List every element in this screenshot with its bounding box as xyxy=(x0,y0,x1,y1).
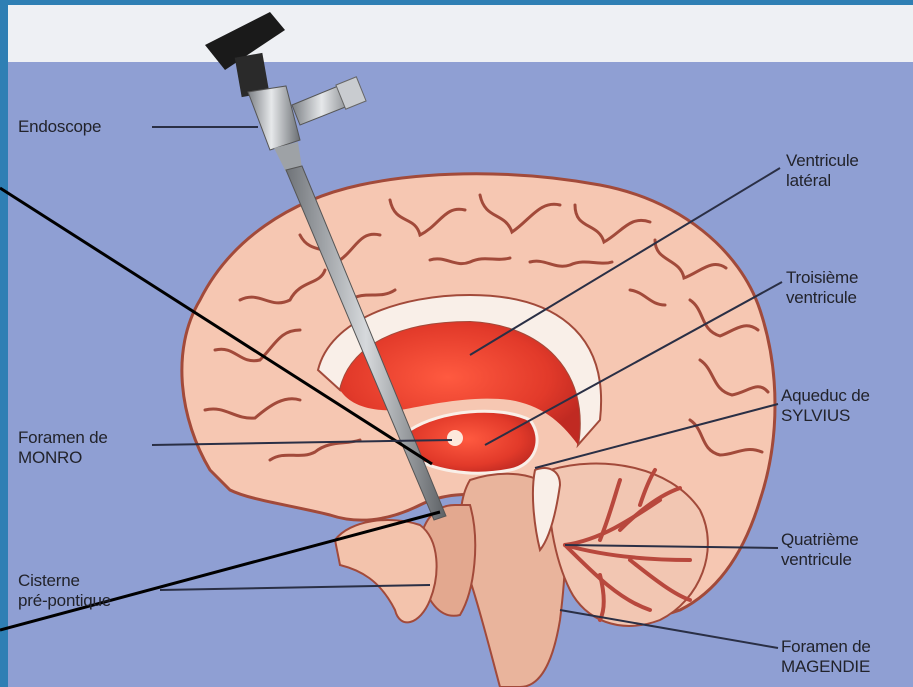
label-endoscope: Endoscope xyxy=(18,117,101,137)
label-quatrieme-ventricule: Quatrième ventricule xyxy=(781,530,859,570)
label-cisterne: Cisterne pré-pontique xyxy=(18,571,111,611)
top-white-band xyxy=(8,5,913,70)
label-foramen-magendie-line2: MAGENDIE xyxy=(781,657,871,677)
label-quatrieme-ventricule-line1: Quatrième xyxy=(781,530,859,550)
label-cisterne-line2: pré-pontique xyxy=(18,591,111,611)
label-ventricule-lateral-line1: Ventricule xyxy=(786,151,859,171)
foramen-monro-dot xyxy=(447,430,463,446)
label-cisterne-line1: Cisterne xyxy=(18,571,111,591)
label-foramen-monro-line1: Foramen de xyxy=(18,428,108,448)
label-ventricule-lateral-line2: latéral xyxy=(786,171,859,191)
label-aqueduc-line2: SYLVIUS xyxy=(781,406,870,426)
label-foramen-magendie: Foramen de MAGENDIE xyxy=(781,637,871,677)
label-troisieme-ventricule-line1: Troisième xyxy=(786,268,858,288)
label-troisieme-ventricule: Troisième ventricule xyxy=(786,268,858,308)
label-aqueduc: Aqueduc de SYLVIUS xyxy=(781,386,870,426)
label-foramen-monro-line2: MONRO xyxy=(18,448,108,468)
label-foramen-magendie-line1: Foramen de xyxy=(781,637,871,657)
label-endoscope-text: Endoscope xyxy=(18,117,101,137)
label-foramen-monro: Foramen de MONRO xyxy=(18,428,108,468)
label-troisieme-ventricule-line2: ventricule xyxy=(786,288,858,308)
label-aqueduc-line1: Aqueduc de xyxy=(781,386,870,406)
label-ventricule-lateral: Ventricule latéral xyxy=(786,151,859,191)
label-quatrieme-ventricule-line2: ventricule xyxy=(781,550,859,570)
